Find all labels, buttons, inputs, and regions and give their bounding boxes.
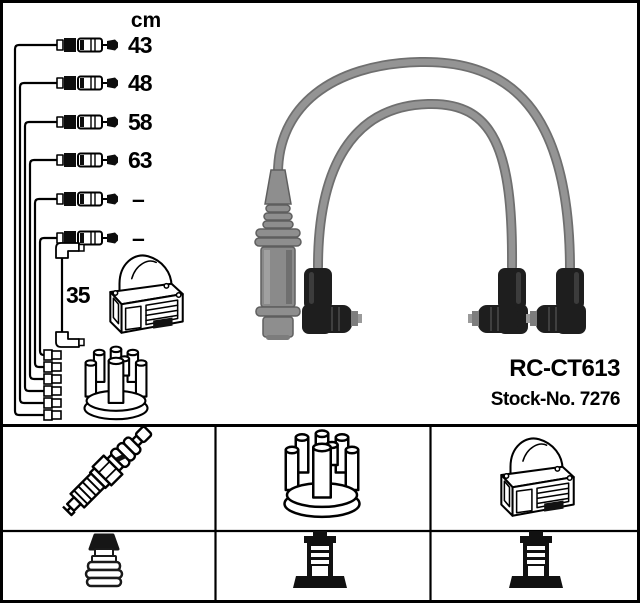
cable-length-3: 58: [128, 109, 153, 135]
plug-terminal-icon: [84, 533, 124, 588]
cable-length-2: 48: [128, 70, 153, 96]
ignition-coil-icon: [500, 437, 575, 517]
straight-boot: [254, 169, 302, 340]
spark-plug-icon: [62, 425, 153, 517]
din-terminal-icon-2: [509, 531, 563, 588]
ignition-coil-drawing: [109, 254, 184, 334]
din-terminal-icon: [293, 531, 347, 588]
ignition-lead-photo: [254, 56, 587, 340]
cable-set-diagram: [13, 37, 184, 421]
cable-length-4: 63: [128, 147, 153, 173]
cable-length-1: 43: [128, 32, 153, 58]
coil-cable: [55, 242, 85, 348]
stock-number: Stock-No. 7276: [490, 389, 621, 410]
distributor-cap-icon: [283, 429, 361, 519]
cable-length-6: –: [132, 225, 145, 251]
part-number: RC-CT613: [509, 355, 620, 382]
distributor-cap-drawing: [83, 345, 149, 421]
cable-length-5: –: [132, 186, 145, 212]
unit-header: cm: [130, 9, 162, 32]
coil-cable-length-label: 35: [66, 282, 91, 308]
